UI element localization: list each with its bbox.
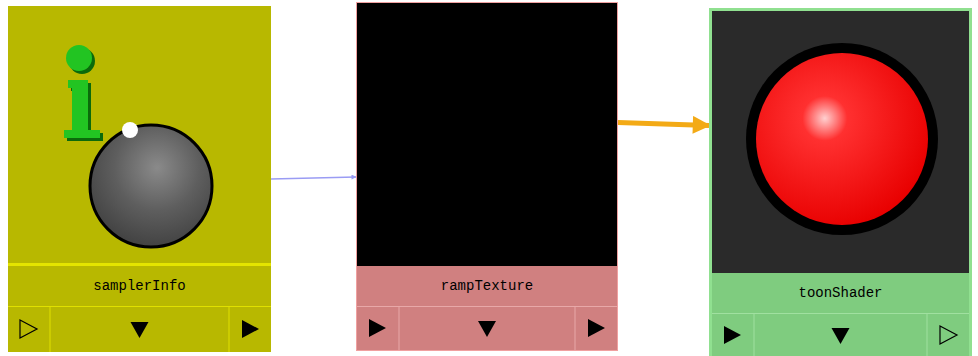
shading-node: samplerInfo [8,6,271,352]
port-bar [8,306,271,352]
node-label-bar: rampTexture [357,266,617,306]
node-name: rampTexture [441,278,533,294]
connection-arrow [271,177,356,179]
swatch-illustration [357,3,617,266]
shading-node: toonShader [709,8,972,356]
connection-arrow [618,122,709,125]
shading-node: rampTexture [356,2,618,351]
node-label-bar: samplerInfo [8,266,271,306]
port-bar [712,313,969,356]
node-label-bar: toonShader [712,273,969,313]
node-name: samplerInfo [93,278,185,294]
swatch-illustration [712,11,969,273]
port-bar [357,306,617,350]
node-name: toonShader [798,285,882,301]
swatch-illustration [8,6,271,266]
